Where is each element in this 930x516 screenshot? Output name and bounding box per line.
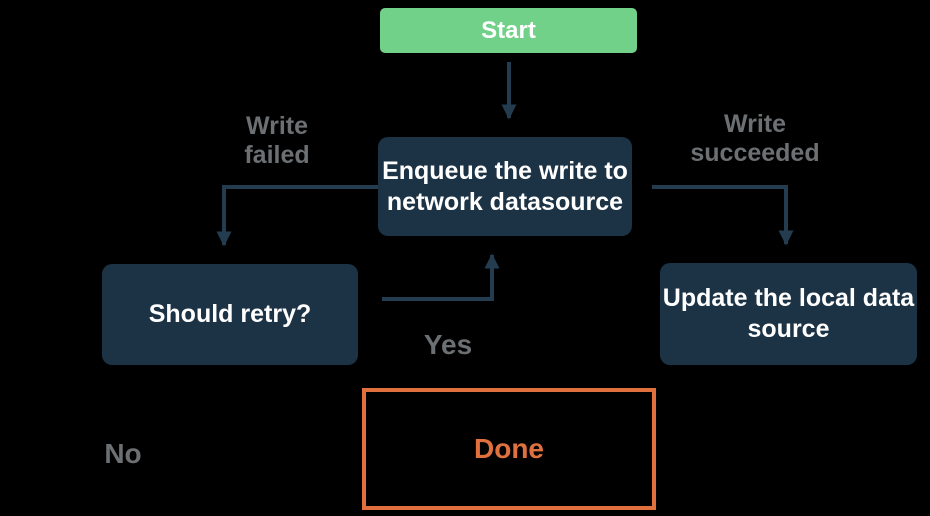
edge-label-write-succeeded: Write succeeded [690, 110, 820, 167]
node-should-retry: Should retry? [102, 264, 358, 365]
arrow-enqueue-to-should-retry [216, 185, 378, 247]
node-update-local-data-source: Update the local data source [660, 263, 917, 365]
node-done: Done [362, 388, 656, 510]
edge-label-no: No [104, 438, 142, 469]
node-start: Start [380, 8, 637, 53]
arrow-enqueue-to-update-local [652, 185, 794, 246]
edge-label-yes: Yes [423, 329, 473, 360]
node-enqueue-write: Enqueue the write to network datasource [378, 137, 632, 236]
arrow-yes-to-enqueue [382, 253, 500, 301]
edge-label-write-failed: Write failed [244, 112, 310, 169]
